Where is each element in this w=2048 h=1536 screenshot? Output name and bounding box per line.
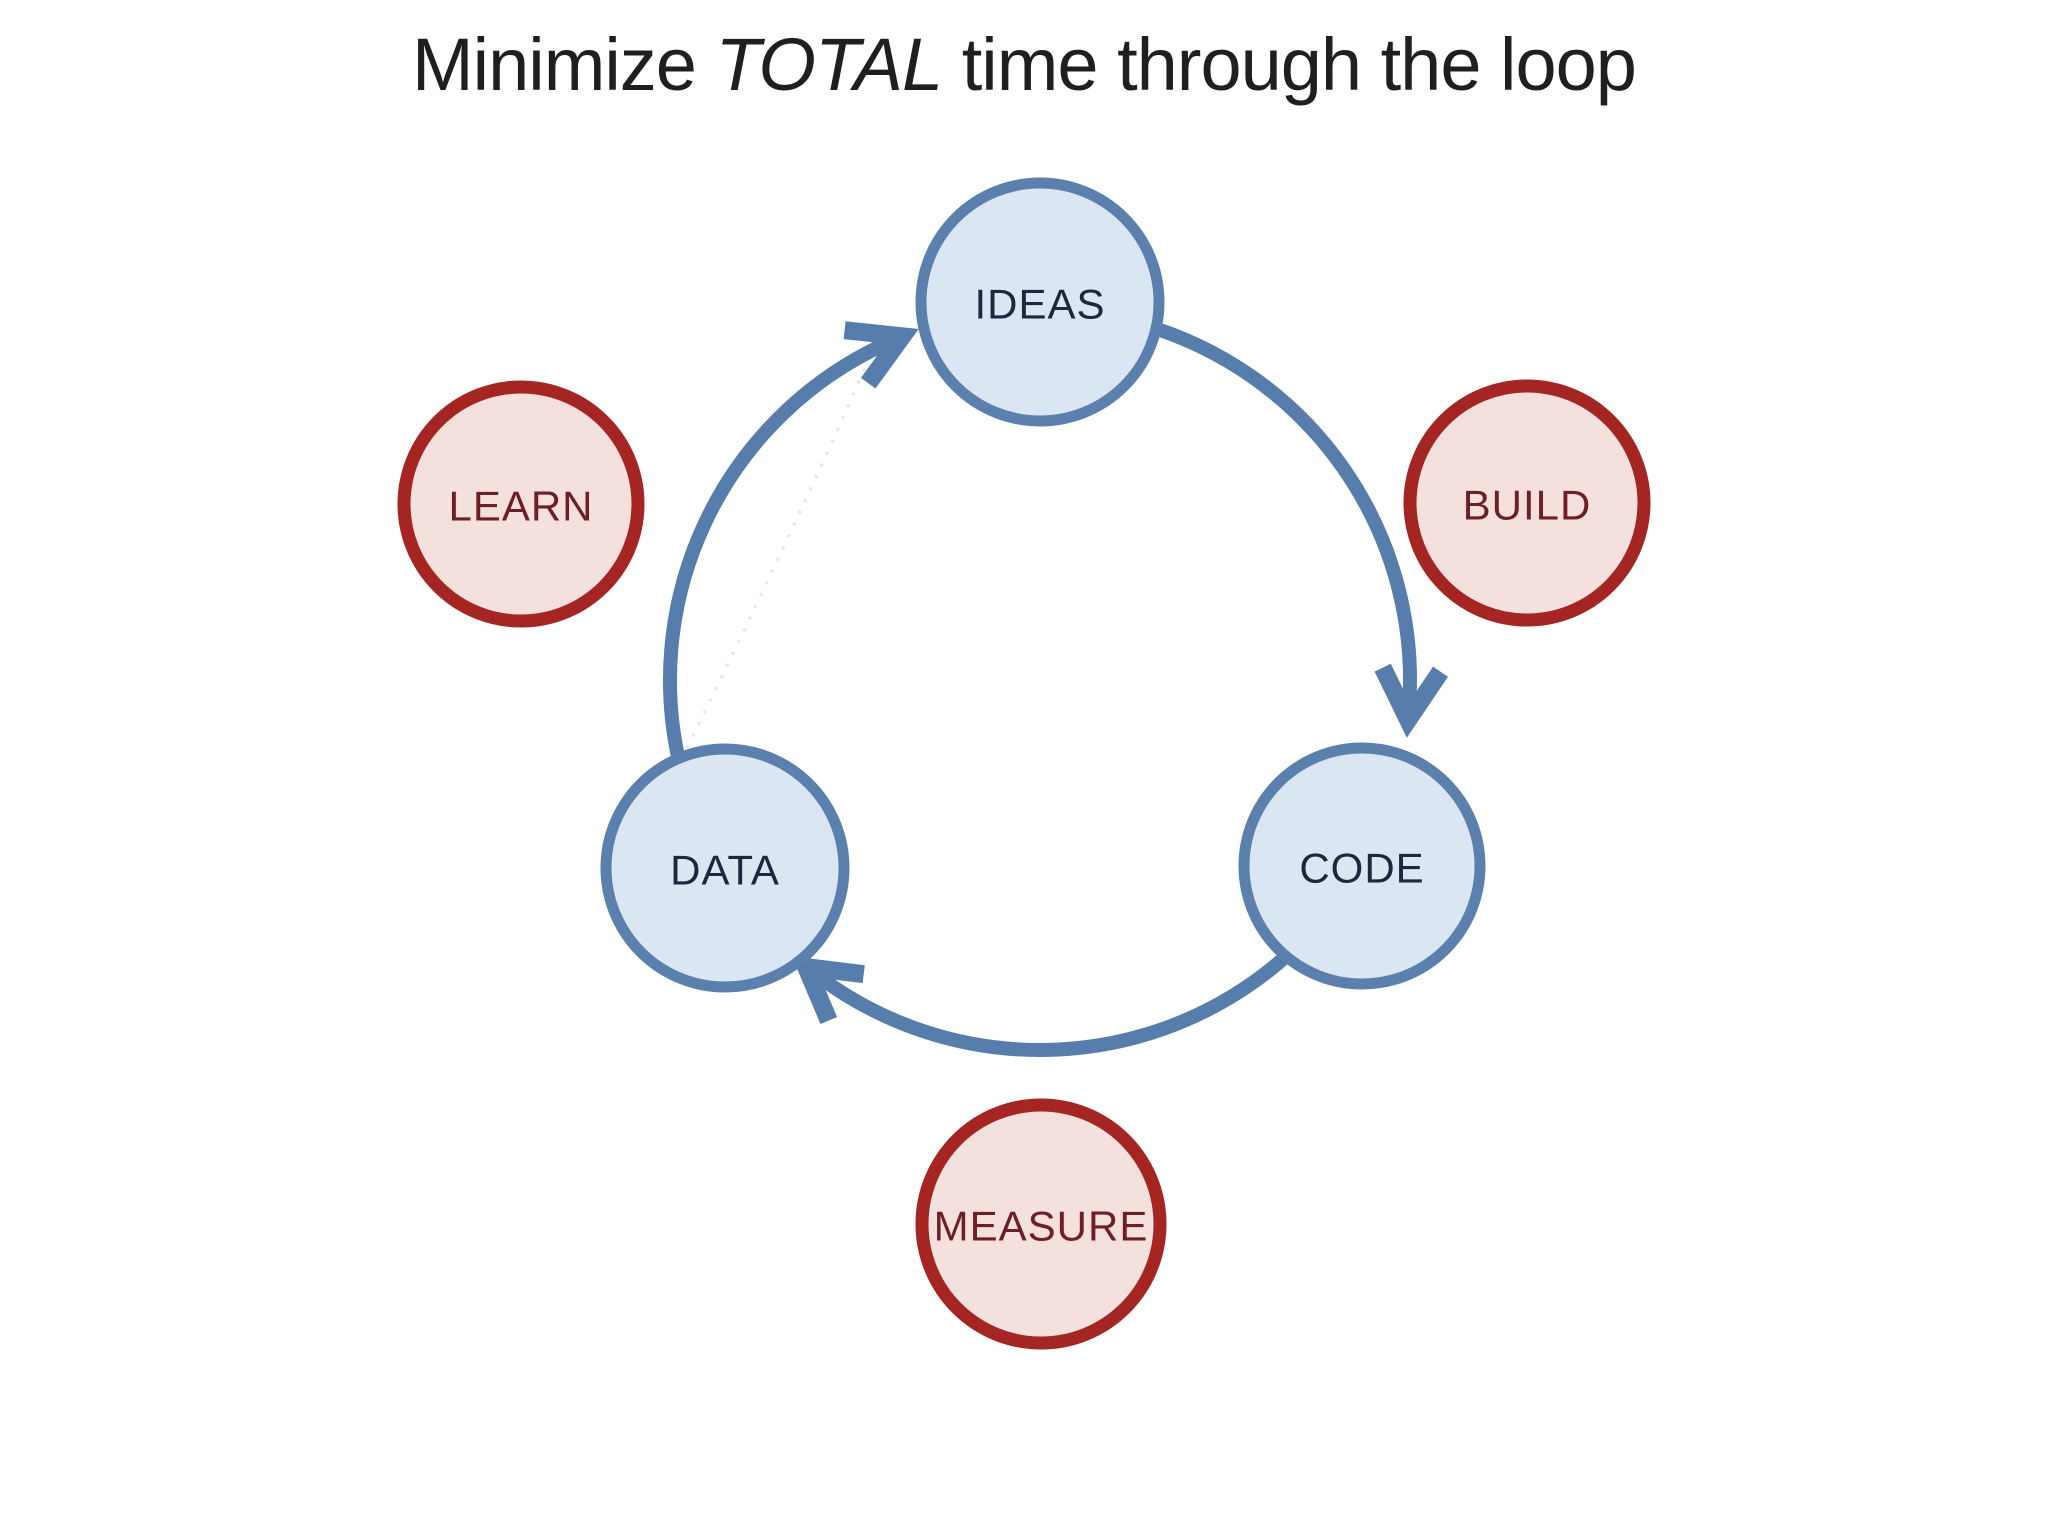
ideas-circle	[915, 177, 1165, 427]
data-circle	[600, 743, 850, 993]
node-build: BUILD	[1403, 379, 1651, 627]
data-label: DATA	[670, 847, 780, 894]
learn-label: LEARN	[448, 483, 593, 530]
arrow-code-to-data	[813, 949, 1293, 1057]
measure-circle	[915, 1098, 1167, 1350]
arrow-ideas-to-code	[1140, 317, 1417, 707]
learn-circle	[397, 380, 645, 628]
loop-arrows	[662, 317, 1448, 1057]
slide-title: Minimize TOTAL time through the loop	[0, 22, 2048, 107]
node-measure: MEASURE	[915, 1098, 1167, 1350]
ideas-label: IDEAS	[974, 281, 1105, 328]
node-learn: LEARN	[397, 380, 645, 628]
node-ideas: IDEAS	[915, 177, 1165, 427]
node-code: CODE	[1238, 742, 1486, 990]
arrowhead-code-to-data-icon	[791, 956, 865, 1025]
code-circle	[1238, 742, 1486, 990]
arrow-data-to-ideas	[662, 335, 893, 778]
arrowhead-ideas-to-code-icon	[1374, 663, 1448, 738]
title-part-2: time through the loop	[942, 23, 1637, 106]
arrowhead-data-to-ideas-icon	[843, 321, 919, 389]
measure-label: MEASURE	[934, 1203, 1149, 1250]
build-circle	[1403, 379, 1651, 627]
title-part-1: Minimize	[412, 23, 716, 106]
node-data: DATA	[600, 743, 850, 993]
build-label: BUILD	[1463, 482, 1592, 529]
code-label: CODE	[1299, 845, 1424, 892]
faint-sketch-line	[674, 344, 877, 771]
title-emphasis: TOTAL	[715, 23, 944, 106]
